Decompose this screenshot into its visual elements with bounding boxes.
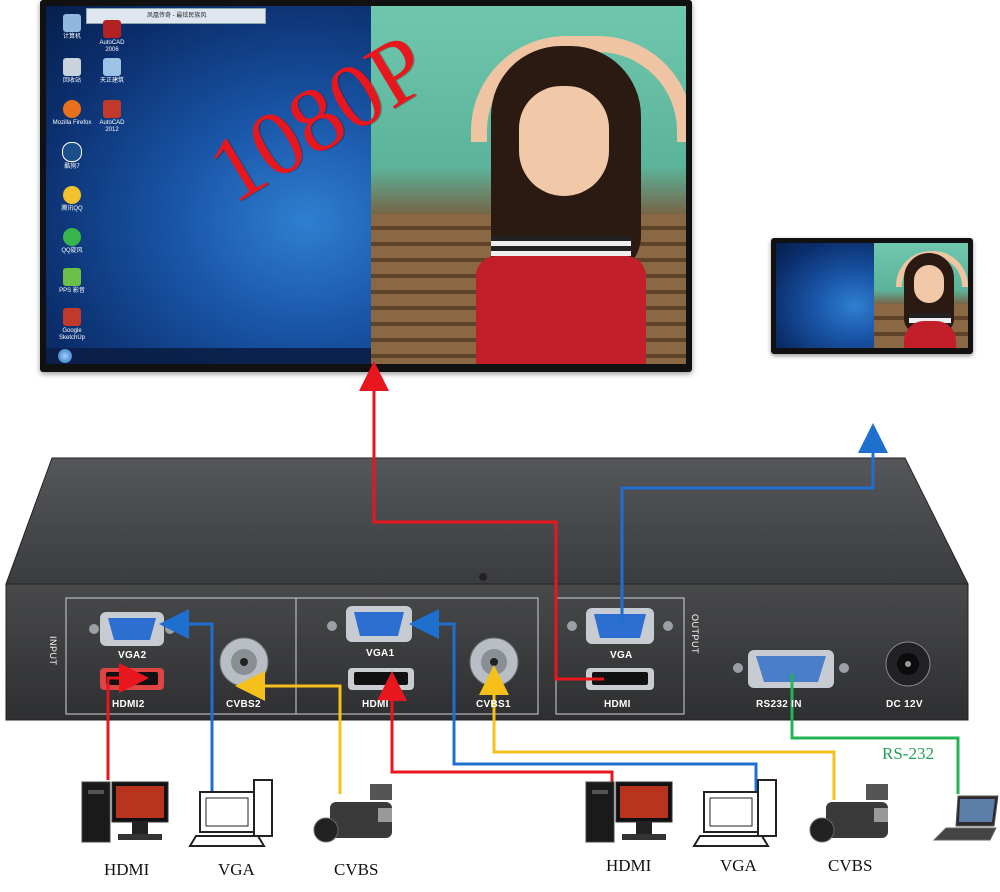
right-vga-caption: VGA <box>720 856 757 875</box>
cvbs1-input-cable <box>479 665 836 800</box>
vga2-input-cable <box>159 609 214 800</box>
left-cvbs-camcorder <box>313 784 392 843</box>
hdmi-output-port[interactable] <box>586 668 654 690</box>
right-hdmi-pc <box>585 781 673 843</box>
vga1-input-cable <box>409 609 758 792</box>
sketchup-icon <box>63 308 81 326</box>
desktop-icon-label: Mozilla Firefox <box>52 120 92 126</box>
qq-whirlwind-icon <box>63 228 81 246</box>
left-vga-caption: VGA <box>218 860 255 879</box>
desktop-icon-kugou: 酷狗7 <box>52 142 92 171</box>
desktop-icon-pps: PPS 影音 <box>52 268 92 295</box>
cvbs2-label: CVBS2 <box>226 699 261 710</box>
right-hdmi-caption: HDMI <box>606 856 652 875</box>
autocad-icon <box>103 20 121 38</box>
cvbs1-label: CVBS1 <box>476 699 511 710</box>
desktop-icon-label: Google SketchUp <box>58 328 85 341</box>
face <box>519 86 609 196</box>
media-player-bar: 凤凰传奇 - 最炫民族风 <box>86 8 266 24</box>
hdmi-output-cable <box>359 361 604 681</box>
cvbs2-input-cable <box>235 671 342 794</box>
desktop-icon-qqxf: QQ旋风 <box>52 228 92 255</box>
vga2-label: VGA2 <box>118 650 147 661</box>
desktop-icon-tianzheng: 天正建筑 <box>92 58 132 85</box>
windows-desktop-mini <box>776 243 874 348</box>
windows-desktop: 凤凰传奇 - 最炫民族风 计算机 回收站 Mozilla Firefox 酷狗7 <box>46 6 371 364</box>
firefox-icon <box>63 100 81 118</box>
rs232-port[interactable] <box>733 650 849 688</box>
computer-icon <box>63 14 81 32</box>
desktop-icon-label: PPS 影音 <box>59 288 85 294</box>
desktop-icon-qq: 腾讯QQ <box>52 186 92 213</box>
hdmi2-input-cable <box>106 663 149 780</box>
main-display-screen: 凤凰传奇 - 最炫民族风 计算机 回收站 Mozilla Firefox 酷狗7 <box>46 6 686 364</box>
desktop-icon-label: 酷狗7 <box>64 164 80 170</box>
portrait-photo-mini <box>874 243 968 348</box>
vga2-port[interactable] <box>89 612 175 646</box>
secondary-display <box>771 238 973 354</box>
dc-label: DC 12V <box>886 699 923 710</box>
kugou-icon <box>62 142 82 162</box>
output-label: OUTPUT <box>690 614 700 654</box>
rs232-cable <box>790 674 960 794</box>
hdmi2-label: HDMI2 <box>112 699 145 710</box>
cvbs2-port[interactable] <box>219 637 269 687</box>
desktop-icon-sketchup: Google SketchUp <box>52 308 92 342</box>
vga1-label: VGA1 <box>366 648 395 659</box>
dc-power-jack[interactable] <box>885 641 931 687</box>
recycle-bin-icon <box>63 58 81 76</box>
vga-output-label: VGA <box>610 650 633 661</box>
desktop-icon-firefox: Mozilla Firefox <box>52 100 92 127</box>
portrait-photo <box>371 6 686 364</box>
left-vga-computer <box>188 779 273 847</box>
taskbar <box>46 348 371 364</box>
left-hdmi-pc <box>81 781 169 843</box>
left-hdmi-caption: HDMI <box>104 860 150 879</box>
red-dress <box>904 321 956 348</box>
input1-section <box>295 597 539 715</box>
hdmi-output-label: HDMI <box>604 699 631 710</box>
right-cvbs-camcorder <box>809 784 888 843</box>
red-dress <box>476 256 646 364</box>
desktop-icon-autocad2012: AutoCAD 2012 <box>92 100 132 134</box>
rs232-caption: RS-232 <box>882 744 934 763</box>
hdmi1-label: HDMI <box>362 699 389 710</box>
pps-icon <box>63 268 81 286</box>
input-label: INPUT <box>48 636 58 666</box>
left-cvbs-caption: CVBS <box>334 860 379 879</box>
cvbs1-port[interactable] <box>469 637 519 687</box>
desktop-icon-computer: 计算机 <box>52 14 92 41</box>
face <box>914 265 944 303</box>
main-display: 凤凰传奇 - 最炫民族风 计算机 回收站 Mozilla Firefox 酷狗7 <box>40 0 692 372</box>
secondary-display-screen <box>776 243 968 348</box>
desktop-icon-label: 天正建筑 <box>99 78 124 84</box>
hdmi1-port[interactable] <box>348 668 414 690</box>
desktop-icon-label: 计算机 <box>62 34 81 40</box>
desktop-icon-label: AutoCAD 2012 <box>99 120 125 133</box>
right-vga-computer <box>692 779 777 847</box>
vga-output-cable <box>620 423 888 626</box>
desktop-icon-label: 腾讯QQ <box>61 206 83 212</box>
tianzheng-icon <box>103 58 121 76</box>
right-cvbs-caption: CVBS <box>828 856 873 875</box>
qq-icon <box>63 186 81 204</box>
desktop-icon-autocad2006: AutoCAD 2006 <box>92 20 132 54</box>
desktop-icon-label: QQ旋风 <box>61 248 83 254</box>
desktop-icon-recycle: 回收站 <box>52 58 92 85</box>
rs232-label: RS232 IN <box>756 699 802 710</box>
media-player-title: 凤凰传奇 - 最炫民族风 <box>147 13 207 19</box>
rs232-laptop <box>932 795 999 841</box>
desktop-icon-label: 回收站 <box>62 78 81 84</box>
hdmi1-input-cable <box>377 671 614 785</box>
device-screw <box>479 573 487 581</box>
vga-output-port[interactable] <box>567 608 673 644</box>
start-orb-icon <box>58 349 72 363</box>
autocad-icon <box>103 100 121 118</box>
desktop-icon-label: AutoCAD 2006 <box>99 40 125 53</box>
